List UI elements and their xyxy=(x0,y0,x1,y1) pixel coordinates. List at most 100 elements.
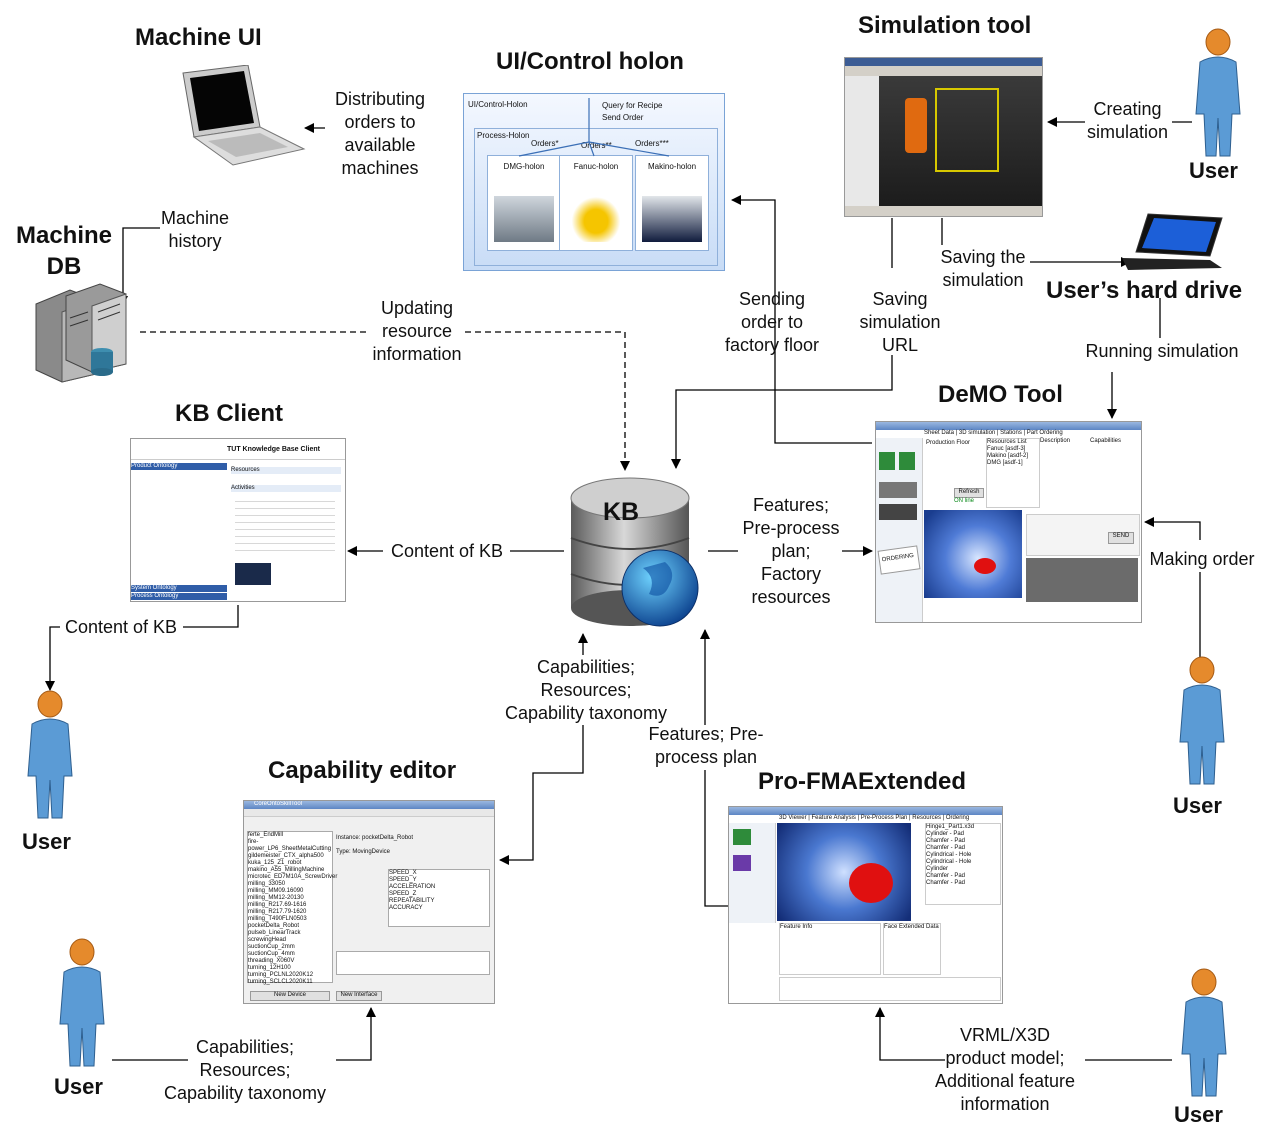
pro-fma-tree-item[interactable]: Chamfer - Pad xyxy=(926,873,966,879)
pro-fma-tree-item[interactable]: Cylindrical - Hole xyxy=(926,852,972,858)
cap-device-item[interactable]: turning_SCLCL2020K11 xyxy=(248,979,313,985)
updating-resource-label: Updating resource information xyxy=(372,298,462,364)
demo-send-button[interactable]: SEND xyxy=(1108,532,1134,544)
cap-device-item[interactable]: screwingHead xyxy=(248,937,287,943)
cap-device-item[interactable]: milling_33050 xyxy=(248,881,286,887)
arrow-making-order xyxy=(1144,517,1201,540)
pro-fma-tree-item[interactable]: Cylinder - Pad xyxy=(926,831,965,837)
pro-fma-tree-item[interactable]: Hinge1_Part1.x3d xyxy=(926,824,975,830)
kb-right-activities: Activities xyxy=(231,485,341,492)
kb-title: KB xyxy=(603,498,640,526)
kb-side-process: Process Ontology xyxy=(131,593,227,600)
cap-device-item[interactable]: pulseb_LinearTrack xyxy=(248,930,301,936)
pro-fma-part-model xyxy=(849,863,893,903)
creating-simulation-label: Creating simulation xyxy=(1086,99,1169,142)
cap-device-item[interactable]: turning_PCLNL2020K12 xyxy=(248,972,314,978)
cap-type-field[interactable]: Type: MovingDevice xyxy=(336,849,391,855)
kb-activity-list xyxy=(235,495,335,555)
cap-device-item[interactable]: ferte_EndMill xyxy=(248,832,284,838)
robot-arm-icon xyxy=(905,98,927,153)
saving-url-label: Saving simulation URL xyxy=(859,289,941,355)
sending-order-label: Sending order to factory floor xyxy=(724,289,820,355)
demo-refresh-button[interactable]: Refresh xyxy=(954,488,984,498)
simulation-tool-title: Simulation tool xyxy=(858,12,1032,39)
users-hard-drive-title: User’s hard drive xyxy=(1046,277,1243,304)
demo-tabs: Sheet Data | 3D simulation | Stations | … xyxy=(924,430,1063,436)
cap-device-item[interactable]: milling_T490FLN0503 xyxy=(248,916,307,922)
cap-device-item[interactable]: microtec_ED7M10A_ScrewDriver xyxy=(248,874,338,880)
arrow-sending-order xyxy=(731,195,872,444)
cap-device-item[interactable]: milling_MM09.16090 xyxy=(248,888,304,894)
database-server-icon xyxy=(35,283,127,383)
cap-device-item[interactable]: turning_12H100 xyxy=(248,965,291,971)
pro-fma-title: Pro-FMAExtended xyxy=(758,768,967,795)
demo-sidebar: ORDERING xyxy=(876,438,923,622)
running-simulation-label: Running simulation xyxy=(1085,341,1239,361)
pro-fma-screenshot: 3D Viewer | Feature Analysis | Pre-Proce… xyxy=(728,806,1003,1004)
orders-label-1: Orders* xyxy=(531,139,559,148)
cap-device-item[interactable]: milling_MM12-20130 xyxy=(248,895,304,901)
ui-control-holon-panel: UI/Control-Holon Query for Recipe Send O… xyxy=(463,93,725,271)
cap-instance-field[interactable]: Instance: pocketDelta_Robot xyxy=(336,835,414,841)
features-plan-label: Features; Pre-process plan; Factory reso… xyxy=(742,495,840,607)
kb-client-screenshot: TUT Knowledge Base Client Product Ontolo… xyxy=(130,438,346,602)
fanuc-holon-label: Fanuc-holon xyxy=(573,162,619,171)
features-preprocess-label: Features; Pre- process plan xyxy=(648,724,764,767)
orders-label-3: Orders*** xyxy=(635,139,669,148)
makino-machine-icon xyxy=(642,196,702,242)
pro-fma-sidebar xyxy=(729,823,776,923)
cap-device-item[interactable]: milling_R217.69-1616 xyxy=(248,902,307,908)
holon-title: UI/Control-Holon xyxy=(468,100,528,109)
cap-param-row: ACCURACY xyxy=(389,905,423,911)
fanuc-holon-box: Fanuc-holon xyxy=(559,155,633,251)
process-holon-box: Process-Holon Orders* Orders** Orders***… xyxy=(474,128,718,266)
cap-device-item[interactable]: fire-power_LP6_SheetMetalCutting xyxy=(248,839,332,852)
arrow-user-cap-editor xyxy=(336,1007,376,1061)
demo-tool-title: DeMO Tool xyxy=(938,381,1063,408)
user-label: User xyxy=(1174,1102,1223,1127)
demo-production-floor: Production Floor xyxy=(926,440,971,446)
cap-device-item[interactable]: suctionCup_4mm xyxy=(248,951,295,957)
content-kb-label-2: Content of KB xyxy=(64,617,178,637)
cap-device-item[interactable]: kuka_125_Z1_robot xyxy=(248,860,302,866)
pro-fma-tree-item[interactable]: Chamfer - Pad xyxy=(926,880,966,886)
pro-fma-log xyxy=(779,977,1001,1001)
kb-right-resources: Resources xyxy=(231,467,341,474)
cap-new-interface-button[interactable]: New Interface xyxy=(336,991,382,1001)
cap-device-item[interactable]: makino_A55_MillingMachine xyxy=(248,867,325,873)
process-holon-label: Process-Holon xyxy=(477,131,530,140)
laptop-icon xyxy=(182,65,306,166)
hard-drive-laptop-icon xyxy=(1122,213,1223,270)
content-kb-label-1: Content of KB xyxy=(390,541,504,561)
pro-fma-feature-info: Feature Info xyxy=(779,923,881,975)
cap-device-item[interactable]: gildemeister_CTX_alpha500 xyxy=(248,853,324,859)
demo-resources-list: Resources List Fanuc [asdf-3] Makino [as… xyxy=(986,438,1040,508)
user-figure-icon xyxy=(27,690,73,819)
user-figure-icon xyxy=(1181,968,1227,1097)
cap-device-item[interactable]: milling_R217.79-1620 xyxy=(248,909,307,915)
arrow-vrml-profma xyxy=(875,1007,945,1061)
kb-client-title: KB Client xyxy=(175,400,283,427)
pro-fma-tree-item[interactable]: Cylindrical - Hole xyxy=(926,859,972,865)
pro-fma-tree-item[interactable]: Cylinder xyxy=(926,866,949,872)
user-label: User xyxy=(1173,793,1222,818)
kb-client-header: TUT Knowledge Base Client xyxy=(227,446,320,453)
cap-device-item[interactable]: pocketDelta_Robot xyxy=(248,923,300,929)
capabilities-label-2: Capabilities; Resources; Capability taxo… xyxy=(163,1037,327,1103)
demo-tool-screenshot: Sheet Data | 3D simulation | Stations | … xyxy=(875,421,1142,623)
making-order-label: Making order xyxy=(1149,549,1255,569)
cap-device-item[interactable]: suctionCup_2mm xyxy=(248,944,295,950)
dmg-holon-box: DMG-holon xyxy=(487,155,561,251)
cap-param-row: REPEATABILITY xyxy=(389,898,435,904)
dmg-machine-icon xyxy=(494,196,554,242)
pro-fma-tree-item[interactable]: Chamfer - Pad xyxy=(926,838,966,844)
cap-new-device-button[interactable]: New Device xyxy=(250,991,330,1001)
user-label: User xyxy=(22,829,71,854)
makino-holon-label: Makino-holon xyxy=(647,162,697,171)
arrow-machine-history xyxy=(118,227,160,306)
cap-device-item[interactable]: threading_X060V xyxy=(248,958,295,964)
pro-fma-tree-item[interactable]: Chamfer - Pad xyxy=(926,845,966,851)
orders-label-2: Orders** xyxy=(581,141,612,150)
cap-param-row: SPEED_Y xyxy=(389,877,417,883)
demo-3d-view xyxy=(924,510,1022,598)
